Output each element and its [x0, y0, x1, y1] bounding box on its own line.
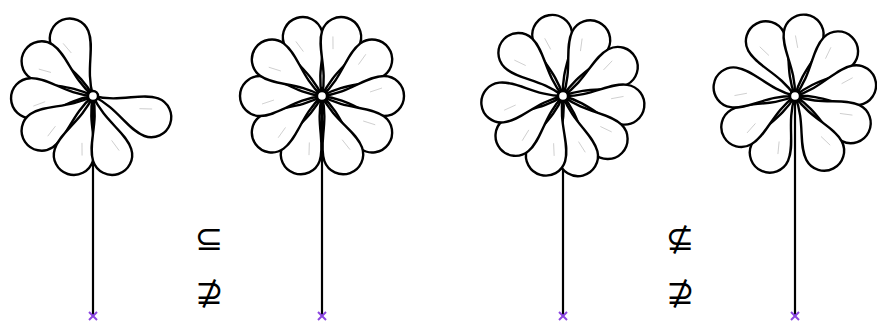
petal-vein	[262, 100, 274, 104]
petal-vein	[269, 64, 281, 74]
root-mark	[559, 312, 567, 320]
flower	[240, 12, 404, 320]
petal-vein	[745, 123, 757, 132]
petal-vein	[504, 105, 516, 110]
petal-vein	[112, 139, 120, 152]
petal-vein	[342, 138, 350, 151]
petal-vein	[760, 45, 769, 57]
petal-vein	[840, 110, 853, 119]
petal-vein	[600, 124, 611, 135]
petal	[244, 32, 334, 113]
petal-vein	[63, 42, 71, 55]
flower	[711, 12, 877, 320]
petal-vein	[370, 88, 382, 92]
root-mark	[318, 312, 326, 320]
relation-symbol: ⊉	[666, 275, 695, 309]
petal-vein	[45, 126, 57, 136]
petal-vein	[363, 118, 375, 128]
petal-vein	[823, 47, 834, 58]
petal	[490, 25, 577, 111]
petal-vein	[550, 143, 557, 156]
petal	[711, 65, 798, 116]
petal-vein	[276, 127, 288, 137]
flower-center	[317, 91, 327, 101]
petal-vein	[794, 35, 800, 47]
petal	[86, 77, 177, 143]
petal-vein	[821, 135, 830, 147]
relation-symbol: ⊉	[195, 275, 224, 309]
petal-vein	[545, 38, 551, 51]
petal-vein	[356, 54, 368, 64]
petal-vein	[578, 141, 585, 154]
stem	[794, 96, 796, 316]
petal-vein	[39, 66, 51, 76]
petal-vein	[139, 105, 152, 113]
relation-symbol: ⊈	[666, 221, 695, 255]
petal-vein	[520, 130, 532, 141]
petal-vein	[611, 95, 623, 101]
petal-vein	[78, 143, 86, 156]
root-mark	[791, 312, 799, 320]
petal-vein	[329, 36, 337, 49]
relation-symbol: ⊆	[195, 221, 224, 255]
flower-center	[558, 91, 568, 101]
petal-vein	[841, 78, 854, 84]
petal-vein	[577, 39, 586, 52]
root-mark	[89, 312, 97, 320]
flower-center	[88, 91, 98, 101]
petal-vein	[296, 40, 304, 53]
petal-vein	[514, 57, 525, 68]
flower	[10, 12, 177, 320]
flower-center	[790, 91, 800, 101]
petal-vein	[774, 141, 783, 154]
petal-vein	[734, 92, 746, 98]
petal-vein	[305, 142, 313, 155]
petal-vein	[602, 61, 614, 70]
petal-vein	[33, 102, 45, 106]
flower	[479, 12, 647, 320]
